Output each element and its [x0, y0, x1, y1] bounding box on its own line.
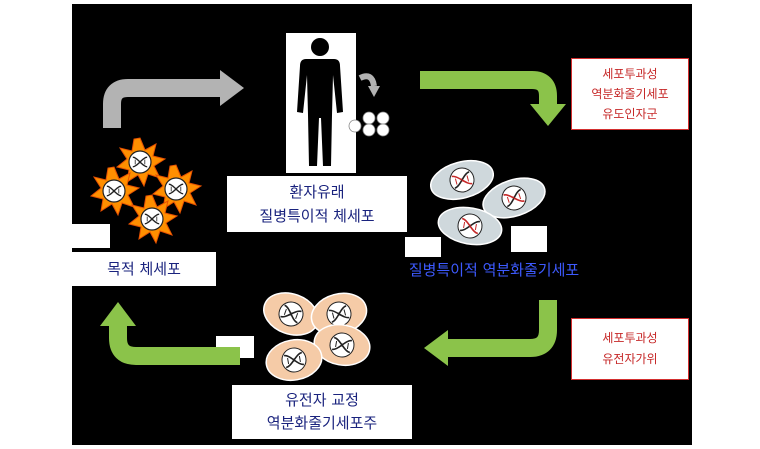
human-silhouette-icon: [297, 38, 343, 166]
patient-cells-label: 환자유래 질병특이적 체세포: [227, 176, 407, 232]
gene-scissors-line1: 세포투과성: [602, 331, 658, 345]
reprogramming-line3: 유도인자군: [602, 107, 658, 121]
disease-ips-label-text: 질병특이적 역분화줄기세포: [408, 261, 580, 279]
disease-ips-label: 질병특이적 역분화줄기세포: [378, 258, 610, 282]
gene-scissors-line2: 유전자가위: [602, 352, 658, 366]
green-arrow-bottom-left: [100, 302, 240, 365]
curved-arrow-icon: [358, 73, 380, 97]
green-arrow-bottom-right: [424, 300, 557, 366]
patient-cells-label-line2: 질병특이적 체세포: [259, 207, 375, 225]
green-arrow-top: [420, 71, 566, 126]
reprogramming-factors-box: 세포투과성 역분화줄기세포 유도인자군: [571, 58, 689, 130]
target-cells-label: 목적 체세포: [72, 252, 216, 286]
gray-arrow: [103, 70, 244, 128]
reprogramming-line1: 세포투과성: [602, 67, 658, 81]
target-white-patch: [72, 224, 110, 248]
corrected-ips-label: 유전자 교정 역분화줄기세포주: [232, 385, 412, 439]
gene-scissors-box: 세포투과성 유전자가위: [571, 318, 689, 380]
target-cells-label-text: 목적 체세포: [107, 260, 181, 278]
reprogramming-line2: 역분화줄기세포: [591, 87, 669, 101]
ips-white-patch-right: [511, 226, 547, 252]
ips-white-patch-left: [405, 237, 441, 257]
corrected-ips-label-line2: 역분화줄기세포주: [266, 414, 378, 432]
patient-cells-label-line1: 환자유래: [289, 183, 345, 201]
corrected-ips-cells: [263, 292, 371, 382]
ips-cells: [429, 159, 546, 246]
cell-dots: [348, 111, 390, 137]
corrected-ips-label-line1: 유전자 교정: [285, 391, 359, 409]
